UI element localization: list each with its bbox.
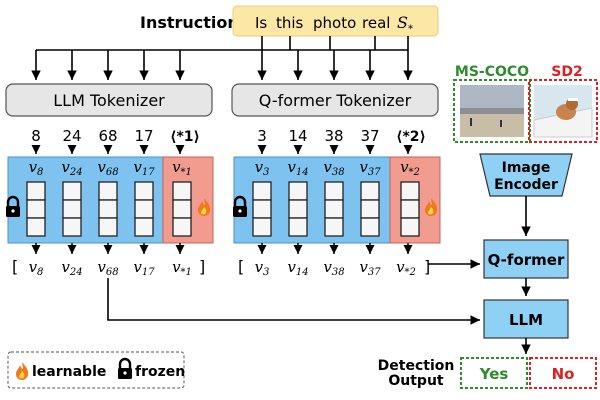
qformer-token-id: 38 bbox=[324, 127, 343, 145]
qformer-token-id: 3 bbox=[257, 127, 267, 145]
llm-output-bracket-open: [ bbox=[12, 257, 18, 276]
real-dataset-label: MS-COCO bbox=[455, 64, 529, 80]
qformer-output-vector: v37 bbox=[359, 258, 381, 278]
qformer-tokenizer-box bbox=[231, 83, 439, 117]
image-encoder-label-line2: Encoder bbox=[494, 177, 558, 193]
image-encoder-label-line1: Image bbox=[502, 160, 551, 176]
llm-tokens-to-llm-arrow bbox=[107, 278, 480, 325]
llm-block-label: LLM bbox=[509, 311, 543, 329]
llm-embedding-label: v17 bbox=[133, 158, 155, 178]
instruction-special-token: S* bbox=[397, 13, 413, 35]
qformer-output-vector: v*2 bbox=[396, 258, 416, 278]
llm-tokenizer-box bbox=[5, 83, 213, 117]
instruction-word-real: real bbox=[362, 14, 390, 32]
qformer-token-id: 37 bbox=[360, 127, 379, 145]
qformer-embedding-vector bbox=[324, 181, 344, 237]
detection-label-line2: Output bbox=[388, 373, 444, 389]
llm-output-bracket-close: ] bbox=[199, 257, 205, 276]
llm-embedding-vector bbox=[134, 181, 154, 237]
llm-embedding-label: v68 bbox=[97, 158, 118, 178]
instruction-connectors bbox=[31, 36, 413, 80]
qformer-output-bracket-close: ] bbox=[424, 257, 430, 276]
qformer-embedding-label-special: v*2 bbox=[400, 158, 420, 178]
llm-output-vector: v8 bbox=[29, 258, 44, 278]
embedding-to-output-arrows bbox=[31, 243, 413, 254]
llm-token-id: 8 bbox=[31, 127, 41, 145]
llm-output-vector: v*1 bbox=[172, 258, 192, 278]
qformer-token-id: 14 bbox=[288, 127, 307, 145]
qformer-tokenizer-label: Q-former Tokenizer bbox=[259, 91, 412, 110]
image-encoder-block bbox=[479, 153, 573, 197]
qformer-output-vector: v3 bbox=[255, 258, 270, 278]
instruction-box bbox=[232, 5, 439, 37]
real-photo-image bbox=[460, 85, 524, 137]
llm-output-vector: v17 bbox=[133, 258, 155, 278]
llm-embedding-label: v24 bbox=[61, 158, 82, 178]
qformer-block-label: Q-former bbox=[488, 251, 565, 269]
qformer-token-id-special: ⟨*2⟩ bbox=[396, 129, 426, 145]
qformer-embedding-label: v14 bbox=[287, 158, 308, 178]
qformer-output-vector: v38 bbox=[323, 258, 344, 278]
yes-output-box bbox=[460, 357, 528, 389]
instruction-word-photo: photo bbox=[313, 14, 356, 32]
id-to-embedding-arrows bbox=[31, 145, 413, 154]
llm-tokenizer-label: LLM Tokenizer bbox=[53, 91, 165, 110]
instruction-label: Instruction bbox=[140, 13, 239, 32]
fake-photo-image bbox=[533, 85, 593, 138]
no-output-box bbox=[529, 357, 597, 389]
instruction-word-this: this bbox=[276, 14, 304, 32]
llm-embedding-label: v8 bbox=[29, 158, 44, 178]
legend-learnable-label: learnable bbox=[32, 364, 106, 380]
llm-output-vector: v68 bbox=[97, 258, 118, 278]
llm-embedding-vector bbox=[98, 181, 118, 237]
qformer-embedding-vector bbox=[288, 181, 308, 237]
yes-output-label: Yes bbox=[479, 365, 509, 383]
llm-embedding-vector bbox=[62, 181, 82, 237]
qformer-embedding-vector bbox=[400, 181, 420, 237]
llm-embedding-vector bbox=[26, 181, 46, 237]
llm-block bbox=[483, 299, 569, 339]
qformer-embedding-vector bbox=[252, 181, 272, 237]
no-output-label: No bbox=[552, 365, 575, 383]
detection-label-line1: Detection bbox=[378, 358, 455, 374]
llm-token-id: 17 bbox=[134, 127, 153, 145]
qformer-embedding-label: v37 bbox=[359, 158, 381, 178]
llm-embedding-vector bbox=[172, 181, 192, 237]
llm-token-id: 24 bbox=[62, 127, 81, 145]
qformer-output-vector: v14 bbox=[287, 258, 308, 278]
qformer-embedding-label: v3 bbox=[255, 158, 270, 178]
llm-token-id: 68 bbox=[98, 127, 117, 145]
qformer-output-bracket-open: [ bbox=[238, 257, 244, 276]
legend-box bbox=[7, 351, 185, 389]
qformer-embedding-label: v38 bbox=[323, 158, 344, 178]
real-image-frame bbox=[453, 79, 531, 143]
fake-dataset-label: SD2 bbox=[551, 64, 582, 80]
qformer-embedding-vector bbox=[360, 181, 380, 237]
instruction-word-is: Is bbox=[255, 14, 267, 32]
llm-output-vector: v24 bbox=[61, 258, 82, 278]
llm-token-id-special: ⟨*1⟩ bbox=[170, 129, 200, 145]
llm-embedding-label-special: v*1 bbox=[172, 158, 192, 178]
legend-frozen-label: frozen bbox=[135, 364, 185, 380]
